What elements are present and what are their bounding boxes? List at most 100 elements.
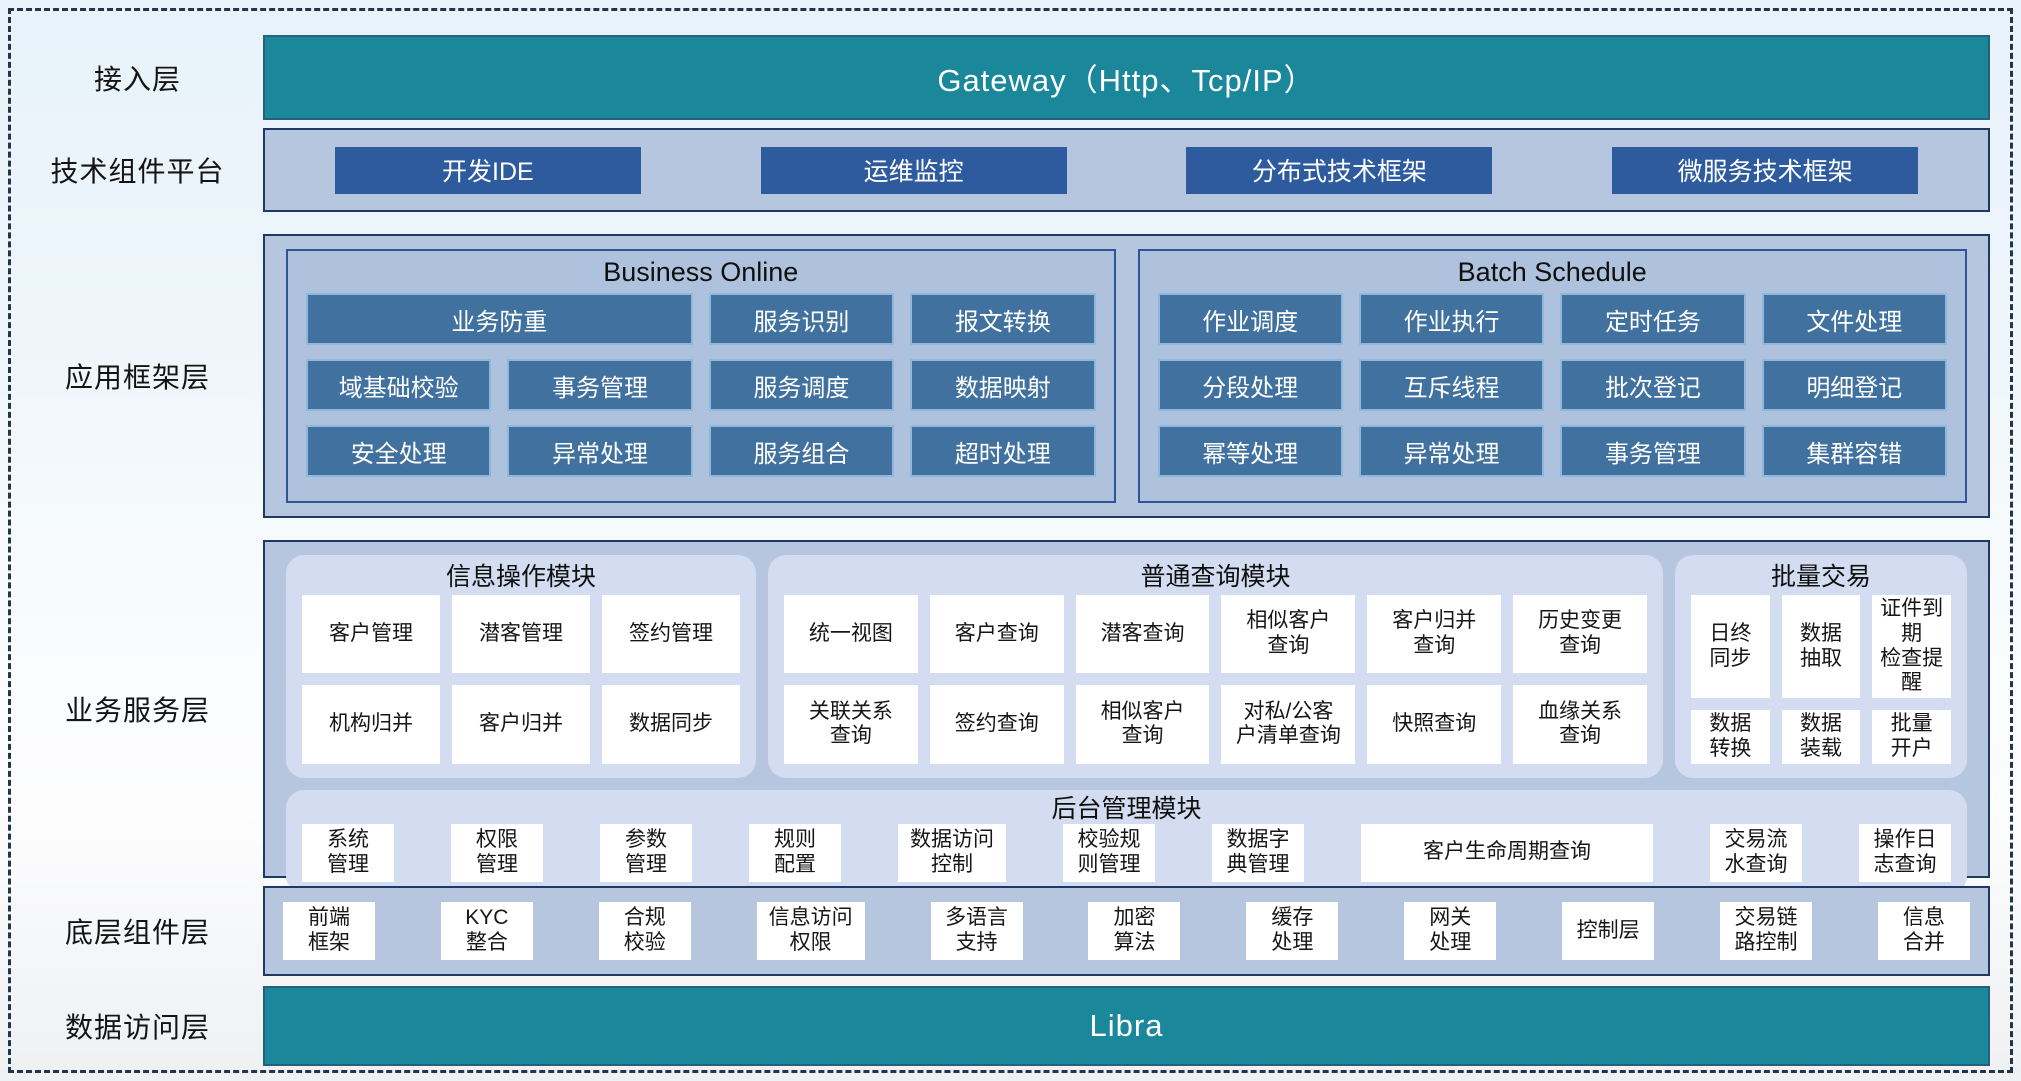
query-module-card: 签约查询 <box>929 685 1064 764</box>
base-component-card: 加密 算法 <box>1088 902 1181 960</box>
batch-schedule-box: 幂等处理 <box>1157 425 1343 477</box>
business-online-box: 服务调度 <box>708 359 895 411</box>
app-framework-row: Business Online 业务防重服务识别报文转换域基础校验事务管理服务调… <box>265 236 1988 516</box>
business-service-top-row: 信息操作模块 客户管理潜客管理签约管理机构归并客户归并数据同步 普通查询模块 统… <box>286 555 1967 778</box>
layer-label-business-service: 业务服务层 <box>64 695 210 726</box>
batch-schedule-box: 文件处理 <box>1761 293 1947 345</box>
layer-label-data-access: 数据访问层 <box>64 1012 210 1043</box>
info-module-panel: 信息操作模块 客户管理潜客管理签约管理机构归并客户归并数据同步 <box>286 555 756 778</box>
batch-trade-grid: 日终 同步数据 抽取证件到期 检查提醒数据 转换数据 装载批量 开户 <box>1675 595 1967 778</box>
business-online-box: 安全处理 <box>306 425 492 477</box>
batch-schedule-grid: 作业调度作业执行定时任务文件处理分段处理互斥线程批次登记明细登记幂等处理异常处理… <box>1140 293 1966 501</box>
admin-module-card: 校验规 则管理 <box>1063 823 1155 882</box>
base-component-card: 控制层 <box>1562 902 1655 960</box>
business-online-box: 业务防重 <box>306 293 693 345</box>
business-online-box: 数据映射 <box>910 359 1096 411</box>
tech-platform-row: 开发IDE 运维监控 分布式技术框架 微服务技术框架 <box>265 130 1988 210</box>
batch-trade-card: 日终 同步 <box>1691 595 1770 699</box>
base-component-card: 前端 框架 <box>283 902 375 960</box>
business-online-box: 报文转换 <box>910 293 1096 345</box>
base-component-card: 合规 校验 <box>598 902 691 960</box>
tech-component-box: 开发IDE <box>334 146 641 194</box>
batch-trade-card: 数据 抽取 <box>1781 595 1861 699</box>
batch-schedule-box: 分段处理 <box>1157 359 1343 411</box>
batch-schedule-panel: Batch Schedule 作业调度作业执行定时任务文件处理分段处理互斥线程批… <box>1137 249 1967 503</box>
data-access-band: Libra <box>263 986 1990 1066</box>
admin-module-card: 客户生命周期查询 <box>1361 823 1653 882</box>
admin-module-card: 规则 配置 <box>749 823 841 882</box>
info-module-card: 潜客管理 <box>452 595 590 674</box>
business-service-band: 信息操作模块 客户管理潜客管理签约管理机构归并客户归并数据同步 普通查询模块 统… <box>263 540 1990 894</box>
admin-module-title: 后台管理模块 <box>1051 794 1202 823</box>
batch-trade-card: 批量 开户 <box>1872 710 1951 764</box>
base-component-card: 网关 处理 <box>1404 902 1497 960</box>
info-module-card: 机构归并 <box>302 685 440 764</box>
layer-label-base-components: 底层组件层 <box>64 917 210 948</box>
business-online-box: 超时处理 <box>910 425 1096 477</box>
batch-trade-card: 证件到期 检查提醒 <box>1872 595 1951 699</box>
base-component-card: KYC 整合 <box>440 902 533 960</box>
business-online-box: 服务识别 <box>708 293 895 345</box>
layer-label-app-framework: 应用框架层 <box>64 362 210 393</box>
batch-trade-title: 批量交易 <box>1770 563 1871 591</box>
info-module-title: 信息操作模块 <box>445 563 596 591</box>
app-framework-band: Business Online 业务防重服务识别报文转换域基础校验事务管理服务调… <box>263 234 1990 518</box>
business-online-grid: 业务防重服务识别报文转换域基础校验事务管理服务调度数据映射安全处理异常处理服务组… <box>288 293 1114 501</box>
layer-label-tech-platform: 技术组件平台 <box>50 156 225 187</box>
query-module-card: 统一视图 <box>784 595 918 674</box>
batch-schedule-box: 批次登记 <box>1560 359 1746 411</box>
batch-schedule-box: 作业调度 <box>1157 293 1343 345</box>
admin-module-card: 数据字 典管理 <box>1212 823 1304 882</box>
business-online-title: Business Online <box>603 256 799 287</box>
batch-trade-card: 数据 装载 <box>1781 710 1861 764</box>
business-service-column: 信息操作模块 客户管理潜客管理签约管理机构归并客户归并数据同步 普通查询模块 统… <box>265 542 1988 894</box>
admin-module-panel: 后台管理模块 系统 管理权限 管理参数 管理规则 配置数据访问 控制校验规 则管… <box>286 789 1967 894</box>
batch-schedule-title: Batch Schedule <box>1457 256 1647 287</box>
query-module-panel: 普通查询模块 统一视图客户查询潜客查询相似客户 查询客户归并 查询历史变更 查询… <box>768 555 1663 778</box>
batch-schedule-box: 集群容错 <box>1761 425 1947 477</box>
query-module-card: 关联关系 查询 <box>784 685 918 764</box>
admin-module-card: 权限 管理 <box>451 823 543 882</box>
admin-module-card: 参数 管理 <box>600 823 692 882</box>
base-component-card: 缓存 处理 <box>1246 902 1339 960</box>
info-module-grid: 客户管理潜客管理签约管理机构归并客户归并数据同步 <box>286 595 756 778</box>
admin-module-row: 系统 管理权限 管理参数 管理规则 配置数据访问 控制校验规 则管理数据字 典管… <box>286 823 1967 894</box>
tech-component-box: 运维监控 <box>760 146 1067 194</box>
batch-schedule-box: 作业执行 <box>1358 293 1545 345</box>
batch-schedule-box: 异常处理 <box>1358 425 1545 477</box>
tech-platform-band: 开发IDE 运维监控 分布式技术框架 微服务技术框架 <box>263 128 1990 212</box>
query-module-title: 普通查询模块 <box>1140 563 1291 591</box>
admin-module-card: 系统 管理 <box>302 823 394 882</box>
batch-schedule-box: 互斥线程 <box>1358 359 1545 411</box>
query-module-card: 快照查询 <box>1367 685 1502 764</box>
admin-module-card: 交易流 水查询 <box>1710 823 1802 882</box>
query-module-grid: 统一视图客户查询潜客查询相似客户 查询客户归并 查询历史变更 查询关联关系 查询… <box>768 595 1663 778</box>
base-component-card: 信息访问 权限 <box>756 902 865 960</box>
info-module-card: 数据同步 <box>602 685 740 764</box>
query-module-card: 相似客户 查询 <box>1221 595 1356 674</box>
business-online-box: 服务组合 <box>708 425 895 477</box>
batch-trade-card: 数据 转换 <box>1691 710 1770 764</box>
batch-schedule-box: 明细登记 <box>1761 359 1947 411</box>
tech-component-box: 微服务技术框架 <box>1612 146 1919 194</box>
query-module-card: 对私/公客 户清单查询 <box>1221 685 1356 764</box>
base-component-card: 交易链 路控制 <box>1720 902 1813 960</box>
tech-component-box: 分布式技术框架 <box>1186 146 1493 194</box>
business-online-box: 事务管理 <box>507 359 693 411</box>
batch-trade-panel: 批量交易 日终 同步数据 抽取证件到期 检查提醒数据 转换数据 装载批量 开户 <box>1675 555 1967 778</box>
batch-schedule-box: 事务管理 <box>1560 425 1746 477</box>
info-module-card: 客户归并 <box>452 685 590 764</box>
business-online-box: 域基础校验 <box>306 359 492 411</box>
query-module-card: 相似客户 查询 <box>1075 685 1210 764</box>
info-module-card: 签约管理 <box>602 595 740 674</box>
query-module-card: 历史变更 查询 <box>1513 595 1647 674</box>
batch-schedule-box: 定时任务 <box>1560 293 1746 345</box>
business-online-box: 异常处理 <box>507 425 693 477</box>
query-module-card: 血缘关系 查询 <box>1513 685 1647 764</box>
base-component-card: 信息 合并 <box>1877 902 1970 960</box>
info-module-card: 客户管理 <box>302 595 440 674</box>
query-module-card: 潜客查询 <box>1075 595 1210 674</box>
